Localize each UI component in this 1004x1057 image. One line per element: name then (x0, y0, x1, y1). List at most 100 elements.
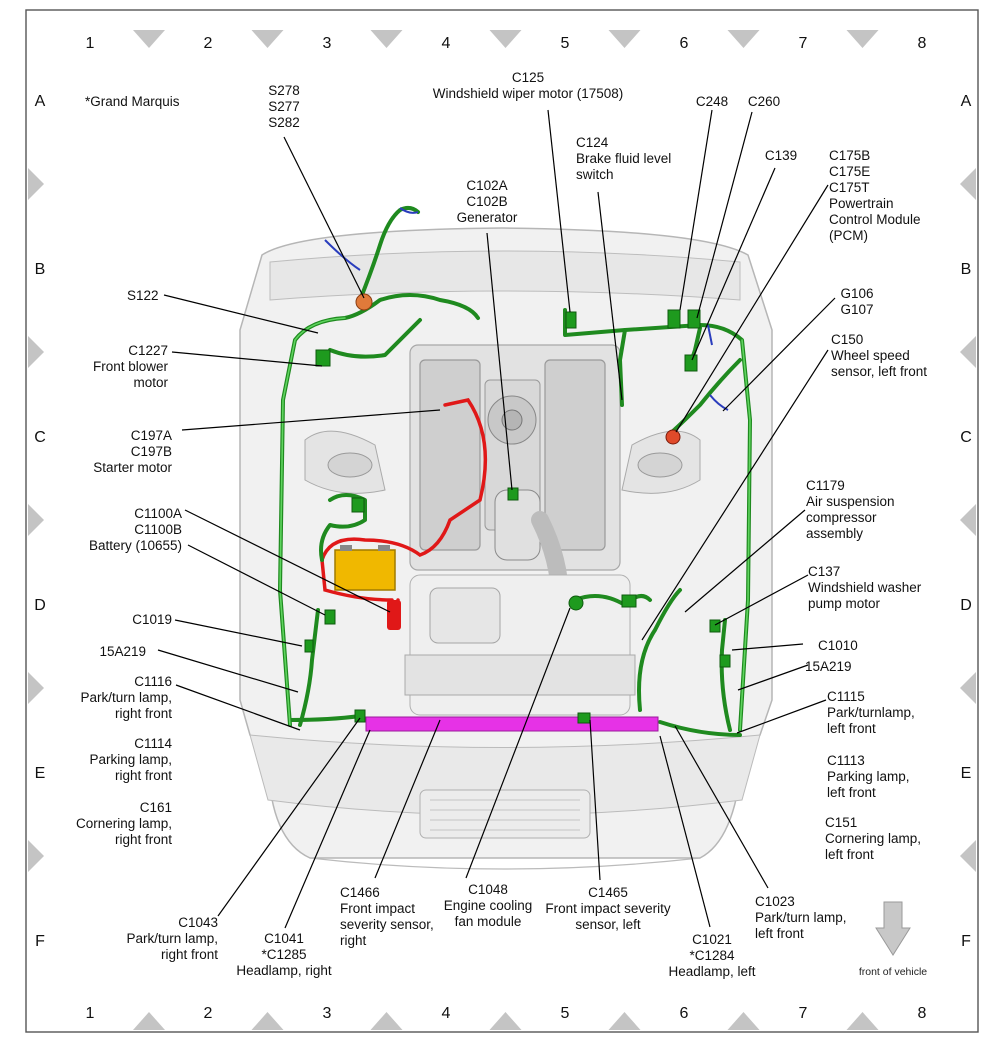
column-label-top: 2 (204, 35, 213, 52)
callout-line: Generator (457, 210, 518, 225)
callout-line: C102B (466, 194, 507, 209)
callout-line: C1116 (134, 674, 172, 689)
grid-chevron-bottom (133, 1012, 165, 1030)
callout-line: C1019 (132, 612, 172, 627)
grid-chevron-left (28, 336, 44, 368)
callout-line: Windshield wiper motor (17508) (433, 86, 624, 101)
leader-lines (157, 109, 836, 929)
callout-line: 15A219 (99, 644, 146, 659)
grid-chevron-top (846, 30, 879, 48)
column-label-top: 6 (680, 35, 689, 52)
callout-line: C1043 (178, 915, 218, 930)
callout-w15a219r: 15A219 (99, 644, 146, 659)
grid-chevron-top (489, 30, 522, 48)
callout-line: Parking lamp, (89, 752, 172, 767)
connectors (304, 309, 731, 724)
column-label-bottom: 4 (442, 1005, 451, 1022)
callout-line: S278 (268, 83, 300, 98)
pcm-connector (665, 429, 681, 445)
front-of-vehicle-arrow-icon (875, 901, 911, 956)
callout-line: Cornering lamp, (76, 816, 172, 831)
column-label-bottom: 7 (799, 1005, 808, 1022)
callout-line: right front (115, 768, 172, 783)
callout-line: C1100A (134, 506, 182, 521)
grid-chevron-top (370, 30, 403, 48)
callout-line: pump motor (808, 596, 881, 611)
callout-line: S282 (268, 115, 300, 130)
row-label-right: D (960, 597, 972, 614)
engine-assembly (404, 344, 636, 716)
callout-line: fan module (455, 914, 522, 929)
callout-line: Engine cooling (444, 898, 533, 913)
callout-w15a219l: 15A219 (805, 659, 852, 674)
callout-line: right front (115, 706, 172, 721)
column-label-bottom: 6 (680, 1005, 689, 1022)
callout-line: C1048 (468, 882, 508, 897)
callout-line: C175B (829, 148, 870, 163)
callout-line: C139 (765, 148, 797, 163)
callout-line: (PCM) (829, 228, 868, 243)
callout-line: C1100B (134, 522, 182, 537)
splice-s278 (355, 293, 373, 311)
row-label-right: C (960, 429, 972, 446)
grid-chevron-right (960, 672, 976, 704)
callout-line: C102A (466, 178, 507, 193)
grid-chevron-left (28, 672, 44, 704)
grid-chevron-top (133, 30, 165, 48)
row-label-left: F (35, 933, 45, 950)
callout-line: C1115 (827, 689, 865, 704)
model-note: *Grand Marquis (85, 94, 180, 109)
grid-chevron-bottom (608, 1012, 641, 1030)
column-label-bottom: 8 (918, 1005, 927, 1022)
callout-line: Starter motor (93, 460, 172, 475)
callout-line: C151 (825, 815, 857, 830)
callout-line: C137 (808, 564, 840, 579)
callout-line: Park/turn lamp, (755, 910, 847, 925)
grid-chevron-bottom (727, 1012, 760, 1030)
callout-line: right front (161, 947, 218, 962)
column-label-bottom: 2 (204, 1005, 213, 1022)
row-label-right: E (961, 765, 972, 782)
grid-chevron-left (28, 840, 44, 872)
callout-line: C1227 (128, 343, 168, 358)
grid-chevron-right (960, 336, 976, 368)
column-label-top: 4 (442, 35, 451, 52)
callout-line: C260 (748, 94, 780, 109)
callout-line: C1466 (340, 885, 380, 900)
column-label-bottom: 5 (561, 1005, 570, 1022)
column-label-bottom: 1 (86, 1005, 95, 1022)
callout-c1010: C1010 (818, 638, 858, 653)
callout-line: Headlamp, left (668, 964, 755, 979)
column-label-top: 5 (561, 35, 570, 52)
callout-line: C175E (829, 164, 870, 179)
callout-line: Headlamp, right (236, 963, 332, 978)
callout-line: Air suspension (806, 494, 895, 509)
row-label-right: B (961, 261, 972, 278)
callout-line: G107 (840, 302, 873, 317)
grid-chevron-top (608, 30, 641, 48)
callout-line: Windshield washer (808, 580, 922, 595)
callout-line: left front (827, 785, 876, 800)
callout-line: severity sensor, (340, 917, 434, 932)
column-label-top: 1 (86, 35, 95, 52)
grid-chevron-top (251, 30, 284, 48)
callout-s122: S122 (127, 288, 159, 303)
row-label-left: E (35, 765, 46, 782)
